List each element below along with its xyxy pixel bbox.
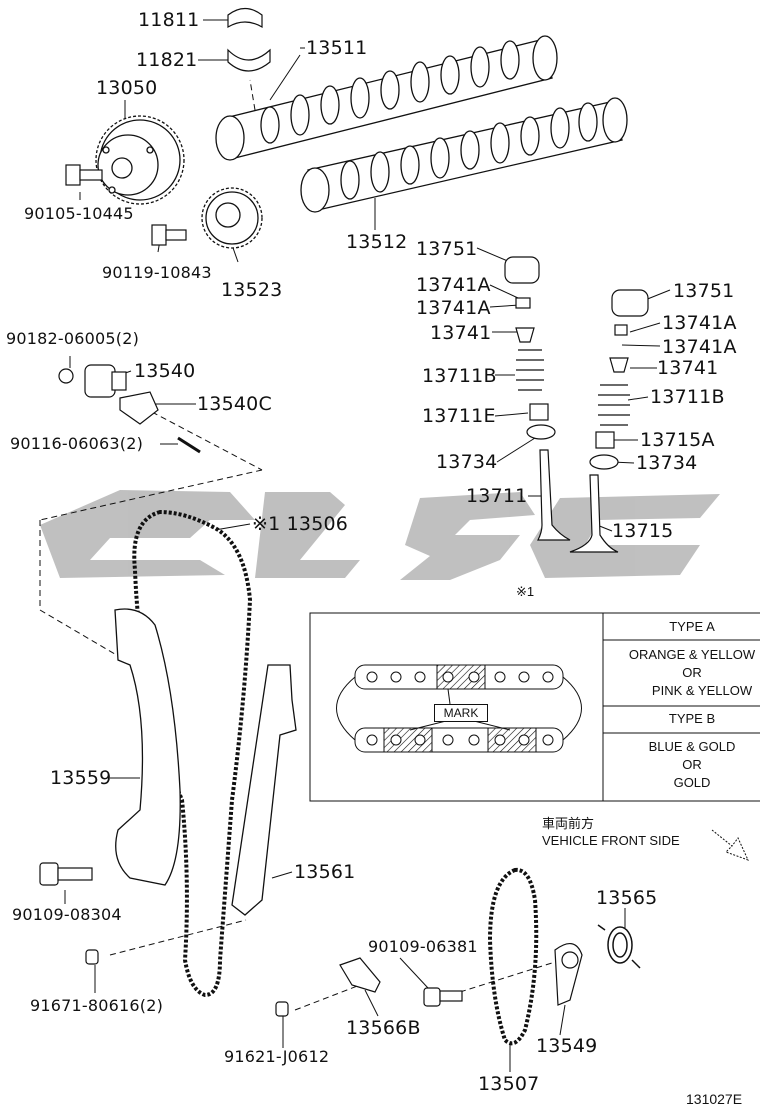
part-label-90119-10843: 90119-10843 bbox=[102, 263, 212, 282]
valve-train-exhaust bbox=[569, 289, 649, 553]
part-label-13741a-3: 13741A bbox=[662, 312, 737, 334]
part-label-13511: 13511 bbox=[306, 37, 368, 59]
bolt-90109-06381 bbox=[423, 987, 463, 1007]
type-a-color-1: ORANGE & YELLOW bbox=[628, 647, 756, 662]
part-label-13540c: 13540C bbox=[197, 393, 272, 415]
part-label-11821: 11821 bbox=[136, 49, 198, 71]
inset-reference-mark: ※1 bbox=[516, 584, 535, 599]
part-label-13715a: 13715A bbox=[640, 429, 715, 451]
chain-mark-inset bbox=[309, 612, 760, 802]
part-label-13751-exhaust: 13751 bbox=[673, 280, 735, 302]
part-label-13734-intake: 13734 bbox=[436, 451, 498, 473]
watermark-logo bbox=[40, 490, 720, 580]
figure-code: 131027E bbox=[686, 1091, 743, 1107]
part-label-11811: 11811 bbox=[138, 9, 200, 31]
chain-vibration-damper bbox=[231, 664, 297, 916]
type-b-color-1: BLUE & GOLD bbox=[648, 739, 736, 754]
part-label-90105-10445: 90105-10445 bbox=[24, 204, 134, 223]
part-label-91671-80616: 91671-80616(2) bbox=[30, 996, 164, 1015]
part-label-90182-06005: 90182-06005(2) bbox=[6, 329, 140, 348]
part-label-13751-intake: 13751 bbox=[416, 238, 478, 260]
part-label-13561: 13561 bbox=[294, 861, 356, 883]
part-label-90109-06381: 90109-06381 bbox=[368, 937, 478, 956]
camshaft-timing-gear bbox=[95, 115, 185, 205]
direction-note-en: VEHICLE FRONT SIDE bbox=[542, 833, 680, 848]
type-b-or: OR bbox=[682, 757, 702, 772]
bolt-90105 bbox=[65, 164, 103, 186]
direction-note-jp: 車両前方 bbox=[542, 816, 595, 831]
part-label-13540: 13540 bbox=[134, 360, 196, 382]
part-label-13741a-2: 13741A bbox=[416, 297, 491, 319]
part-label-13711b-intake: 13711B bbox=[422, 365, 497, 387]
part-label-13734-exhaust: 13734 bbox=[636, 452, 698, 474]
part-label-13506: ※1 13506 bbox=[252, 513, 349, 535]
part-label-13507: 13507 bbox=[478, 1073, 540, 1095]
oil-pump-chain bbox=[487, 867, 539, 1046]
type-b-color-2: GOLD bbox=[673, 775, 711, 790]
part-label-13715: 13715 bbox=[612, 520, 674, 542]
cam-position-sensor bbox=[58, 364, 201, 454]
camshaft-timing-sprocket bbox=[201, 187, 263, 249]
part-label-13050: 13050 bbox=[96, 77, 158, 99]
chain-tensioner-slipper bbox=[114, 608, 181, 886]
chain-tensioner-13549 bbox=[554, 943, 583, 1006]
tensioner-spring-13565 bbox=[597, 924, 641, 969]
part-label-13711b-exhaust: 13711B bbox=[650, 386, 725, 408]
type-b-heading: TYPE B bbox=[668, 711, 716, 726]
bolt-90109-08304 bbox=[39, 862, 93, 886]
type-a-color-2: PINK & YELLOW bbox=[651, 683, 753, 698]
dashed-leaders bbox=[39, 79, 556, 1011]
bolt-91621 bbox=[275, 1001, 289, 1017]
part-label-13565: 13565 bbox=[596, 887, 658, 909]
valve-train-intake bbox=[504, 256, 571, 541]
bolt-91671 bbox=[85, 949, 99, 965]
part-label-13741-exhaust: 13741 bbox=[657, 357, 719, 379]
part-label-13711e: 13711E bbox=[422, 405, 496, 427]
part-label-13741a-4: 13741A bbox=[662, 336, 737, 358]
mark-label: MARK bbox=[434, 704, 488, 722]
chain-guide-13566b bbox=[339, 957, 381, 993]
bolt-90119 bbox=[151, 224, 187, 246]
part-label-13523: 13523 bbox=[221, 279, 283, 301]
part-label-13549: 13549 bbox=[536, 1035, 598, 1057]
camshaft-bearing-upper bbox=[227, 7, 263, 29]
part-label-13512: 13512 bbox=[346, 231, 408, 253]
part-label-90116-06063: 90116-06063(2) bbox=[10, 434, 144, 453]
type-a-or: OR bbox=[682, 665, 702, 680]
part-label-90109-08304: 90109-08304 bbox=[12, 905, 122, 924]
type-a-heading: TYPE A bbox=[669, 619, 715, 634]
camshaft-bearing-lower bbox=[227, 48, 271, 72]
part-label-13741-intake: 13741 bbox=[430, 322, 492, 344]
part-label-13741a-1: 13741A bbox=[416, 274, 491, 296]
camshaft-no1 bbox=[215, 35, 558, 161]
part-label-13566b: 13566B bbox=[346, 1017, 421, 1039]
part-label-91621-j0612: 91621-J0612 bbox=[224, 1047, 330, 1066]
leader-lines bbox=[64, 19, 671, 1072]
part-label-13559: 13559 bbox=[50, 767, 112, 789]
direction-arrow-icon bbox=[711, 829, 749, 861]
part-label-13711: 13711 bbox=[466, 485, 528, 507]
camshaft-no2 bbox=[300, 97, 628, 213]
